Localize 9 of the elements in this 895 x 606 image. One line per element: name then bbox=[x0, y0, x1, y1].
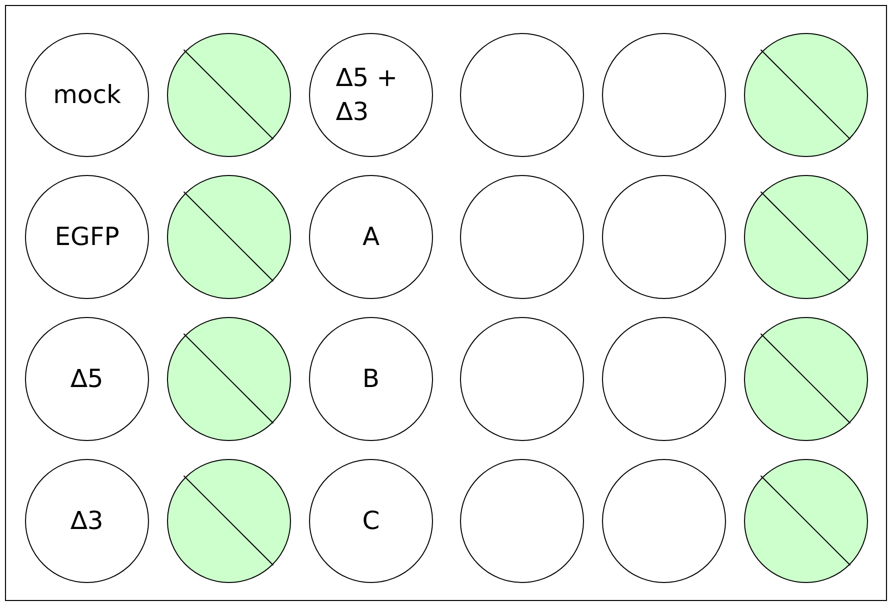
well-label: A bbox=[362, 221, 380, 254]
well-label: ∆5 bbox=[70, 363, 104, 396]
well-label: B bbox=[362, 363, 380, 396]
well-label: ∆5 + ∆3 bbox=[336, 62, 399, 128]
well-plate bbox=[5, 5, 887, 601]
well-label: ∆3 bbox=[70, 505, 104, 538]
well-label: C bbox=[362, 505, 380, 538]
well-label: EGFP bbox=[54, 221, 120, 254]
well-label: mock bbox=[53, 79, 121, 112]
